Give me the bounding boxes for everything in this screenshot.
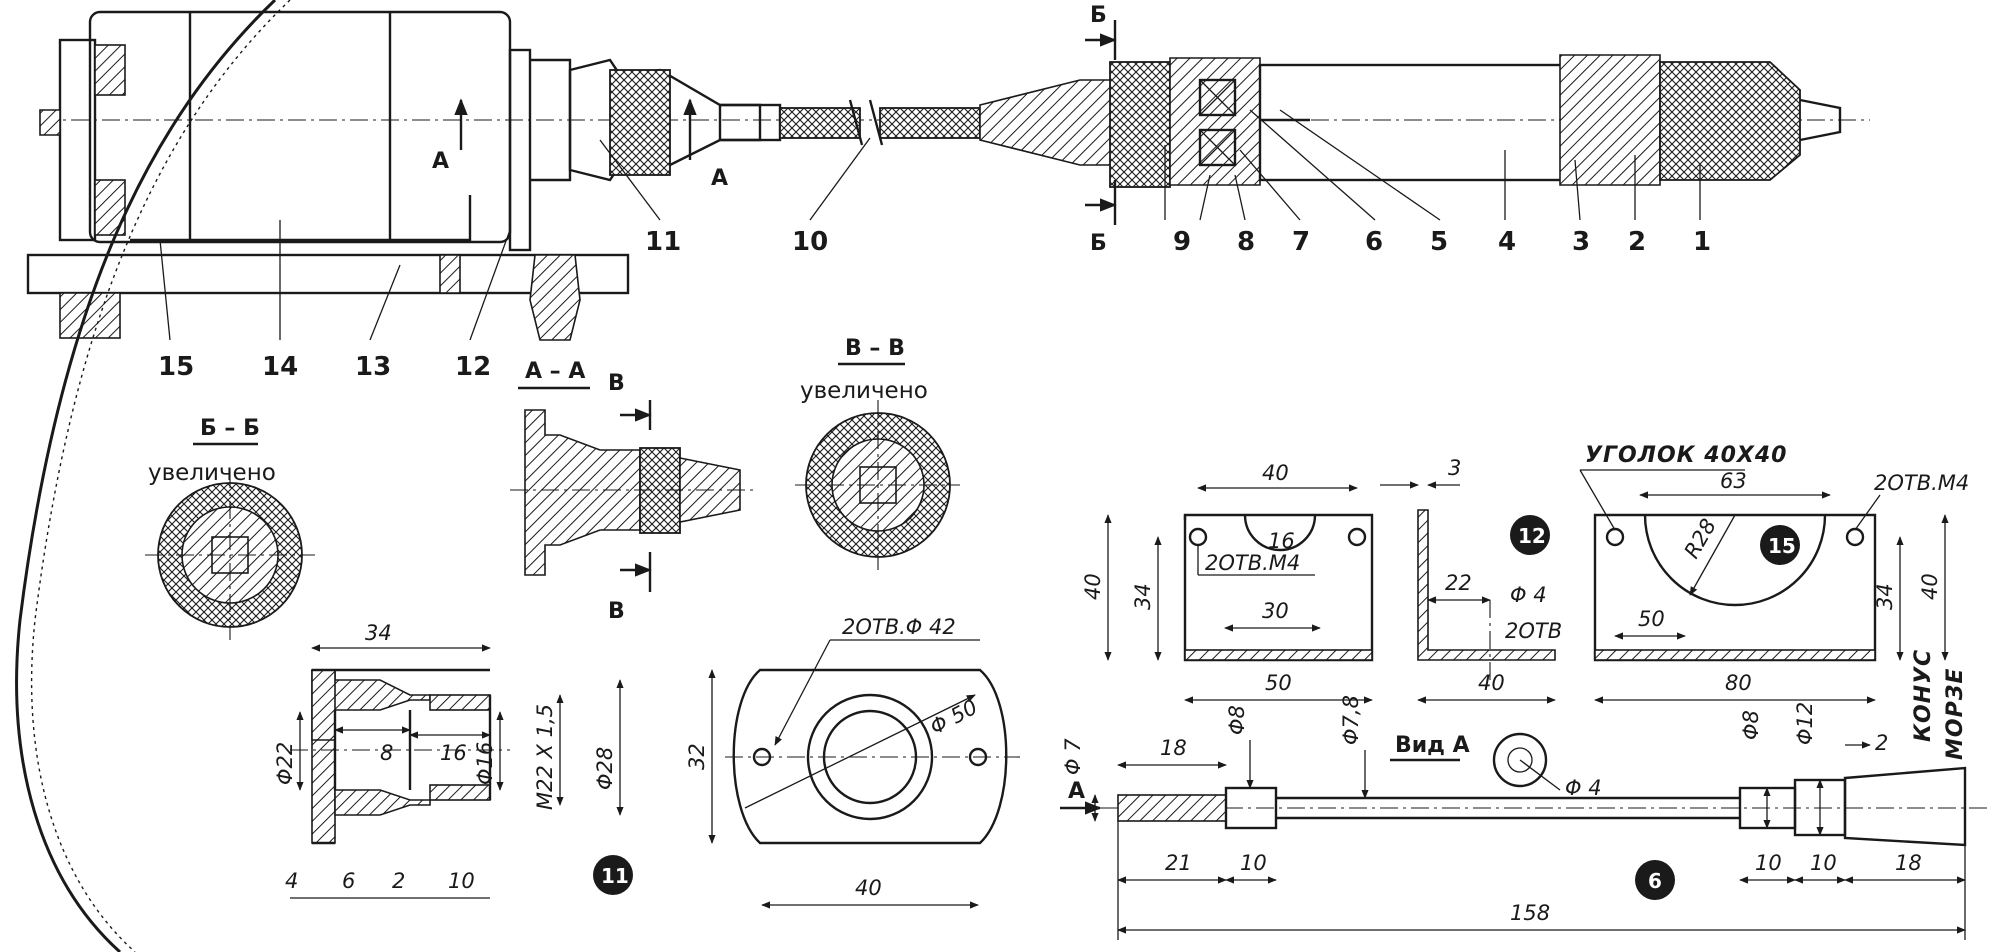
part11-dim-d16: Φ16 (473, 742, 497, 785)
part6-taper-2: МОРЗЕ (1943, 668, 1968, 760)
part15-dim-34: 34 (1873, 583, 1897, 610)
assembly-mark-a-left: А (432, 149, 449, 174)
part12-dim-3: 3 (1448, 456, 1461, 480)
part15-dim-r28: R28 (1680, 515, 1721, 563)
part12-dim-h34: 34 (1131, 583, 1155, 610)
flange-dim-d50: Φ 50 (926, 695, 981, 740)
part12-dim-40b: 40 (1478, 671, 1505, 695)
part11-badge: 11 (601, 864, 629, 888)
part11-dim-4: 4 (285, 869, 298, 893)
part15-title: УГОЛОК 40X40 (1585, 443, 1788, 468)
flange-holes: 2ОТВ.Φ 42 (842, 615, 956, 639)
part6-dim-d8: Φ8 (1225, 705, 1249, 735)
part12-dim-r16: 16 (1268, 529, 1295, 553)
part15-dim-63: 63 (1720, 469, 1747, 493)
part11-dim-d22: Φ22 (273, 742, 297, 785)
part6-dim-2: 2 (1875, 731, 1888, 755)
part-15-drawing: УГОЛОК 40X40 63 R28 2ОТВ.М4 34 40 50 80 … (1579, 443, 1969, 704)
callout-3: 3 (1572, 227, 1590, 257)
callout-13: 13 (355, 352, 391, 382)
part12-dim-50: 50 (1265, 671, 1292, 695)
section-vv: В – В увеличено (795, 336, 960, 570)
part-11-drawing: 34 Φ22 8 16 Φ16 M22 X 1,5 Φ28 4 6 2 10 1… (273, 621, 633, 899)
callout-14: 14 (262, 352, 298, 382)
callout-5: 5 (1430, 227, 1448, 257)
section-vv-title: В – В (845, 336, 905, 361)
part12-dim-22: 22 (1445, 571, 1472, 595)
section-aa-mark-top: В (608, 371, 625, 396)
flange-dim-32: 32 (685, 743, 709, 770)
part11-dim-16: 16 (440, 741, 467, 765)
part6-dim-d4: Φ 4 (1565, 776, 1602, 800)
part12-holes-2: 2ОТВ (1505, 619, 1562, 643)
part6-arrow-a: А (1068, 779, 1085, 804)
part15-dim-80: 80 (1725, 671, 1752, 695)
section-vv-note: увеличено (800, 378, 928, 404)
assembly-mark-b-top: Б (1090, 3, 1107, 28)
callout-8: 8 (1237, 227, 1255, 257)
callout-6: 6 (1365, 227, 1383, 257)
part15-dim-50: 50 (1638, 607, 1665, 631)
part6-badge: 6 (1648, 869, 1662, 893)
assembly-mark-a-right: А (711, 166, 728, 191)
part11-dim-2: 2 (392, 869, 405, 893)
part12-dim-h40: 40 (1081, 573, 1105, 600)
part6-dim-10b: 10 (1755, 851, 1782, 875)
callout-11: 11 (645, 227, 681, 257)
callout-15: 15 (158, 352, 194, 382)
callout-2: 2 (1628, 227, 1646, 257)
part15-holes: 2ОТВ.М4 (1874, 471, 1969, 495)
callout-12: 12 (455, 352, 491, 382)
part-12-drawing: 40 16 40 34 2ОТВ.М4 30 50 3 22 Φ 4 2ОТВ … (1081, 456, 1562, 704)
part6-dim-d7: Φ 7 (1061, 738, 1085, 775)
section-bb-title: Б – Б (200, 416, 260, 441)
flange-dim-40: 40 (855, 876, 882, 900)
part15-badge: 15 (1768, 534, 1796, 558)
callout-1: 1 (1693, 227, 1711, 257)
section-aa: А – А В В (510, 359, 755, 624)
assembly-mark-b-bottom: Б (1090, 231, 1107, 256)
part11-dim-8: 8 (380, 741, 393, 765)
base-plate (26, 253, 630, 295)
part12-badge: 12 (1518, 524, 1546, 548)
part15-dim-40: 40 (1918, 573, 1942, 600)
part6-taper-1: КОНУС (1911, 649, 1936, 742)
callout-7: 7 (1292, 227, 1310, 257)
flange-drawing: Φ 50 2ОТВ.Φ 42 32 40 (685, 615, 1020, 909)
part6-dim-d8b: Φ8 (1739, 710, 1763, 740)
electric-motor (39, 10, 512, 244)
part6-view-a: Вид А (1395, 733, 1470, 758)
main-assembly-drawing: А А Б Б 1 2 3 4 5 6 7 8 9 10 11 12 13 14… (15, 0, 1870, 952)
callout-4: 4 (1498, 227, 1516, 257)
part-6-drawing: Вид А Φ 4 А Φ 7 18 Φ8 Φ7,8 Φ8 Φ12 2 КОНУ… (1060, 649, 1990, 940)
part12-holes: 2ОТВ.М4 (1205, 551, 1300, 575)
part6-dim-21: 21 (1165, 851, 1192, 875)
part12-dim-40: 40 (1262, 461, 1289, 485)
part6-dim-18b: 18 (1895, 851, 1922, 875)
part12-dim-d4: Φ 4 (1510, 583, 1547, 607)
part11-dim-6: 6 (342, 869, 355, 893)
part11-dim-thread: M22 X 1,5 (533, 704, 557, 810)
section-aa-title: А – А (525, 359, 585, 384)
handpiece-housing (979, 54, 1842, 188)
part6-dim-10c: 10 (1810, 851, 1837, 875)
part11-dim-d28: Φ28 (593, 747, 617, 790)
part11-dim-34: 34 (365, 621, 392, 645)
section-aa-mark-bottom: В (608, 599, 625, 624)
part11-dim-10: 10 (448, 869, 475, 893)
part6-dim-10: 10 (1240, 851, 1267, 875)
section-bb-note: увеличено (148, 460, 276, 486)
part6-dim-18: 18 (1160, 736, 1187, 760)
part12-dim-30: 30 (1262, 599, 1289, 623)
callout-10: 10 (792, 227, 828, 257)
callout-9: 9 (1173, 227, 1191, 257)
part6-dim-d78: Φ7,8 (1339, 695, 1363, 745)
part6-dim-158: 158 (1510, 901, 1550, 925)
section-bb: Б – Б увеличено (145, 416, 315, 640)
part6-dim-d12: Φ12 (1793, 702, 1817, 745)
